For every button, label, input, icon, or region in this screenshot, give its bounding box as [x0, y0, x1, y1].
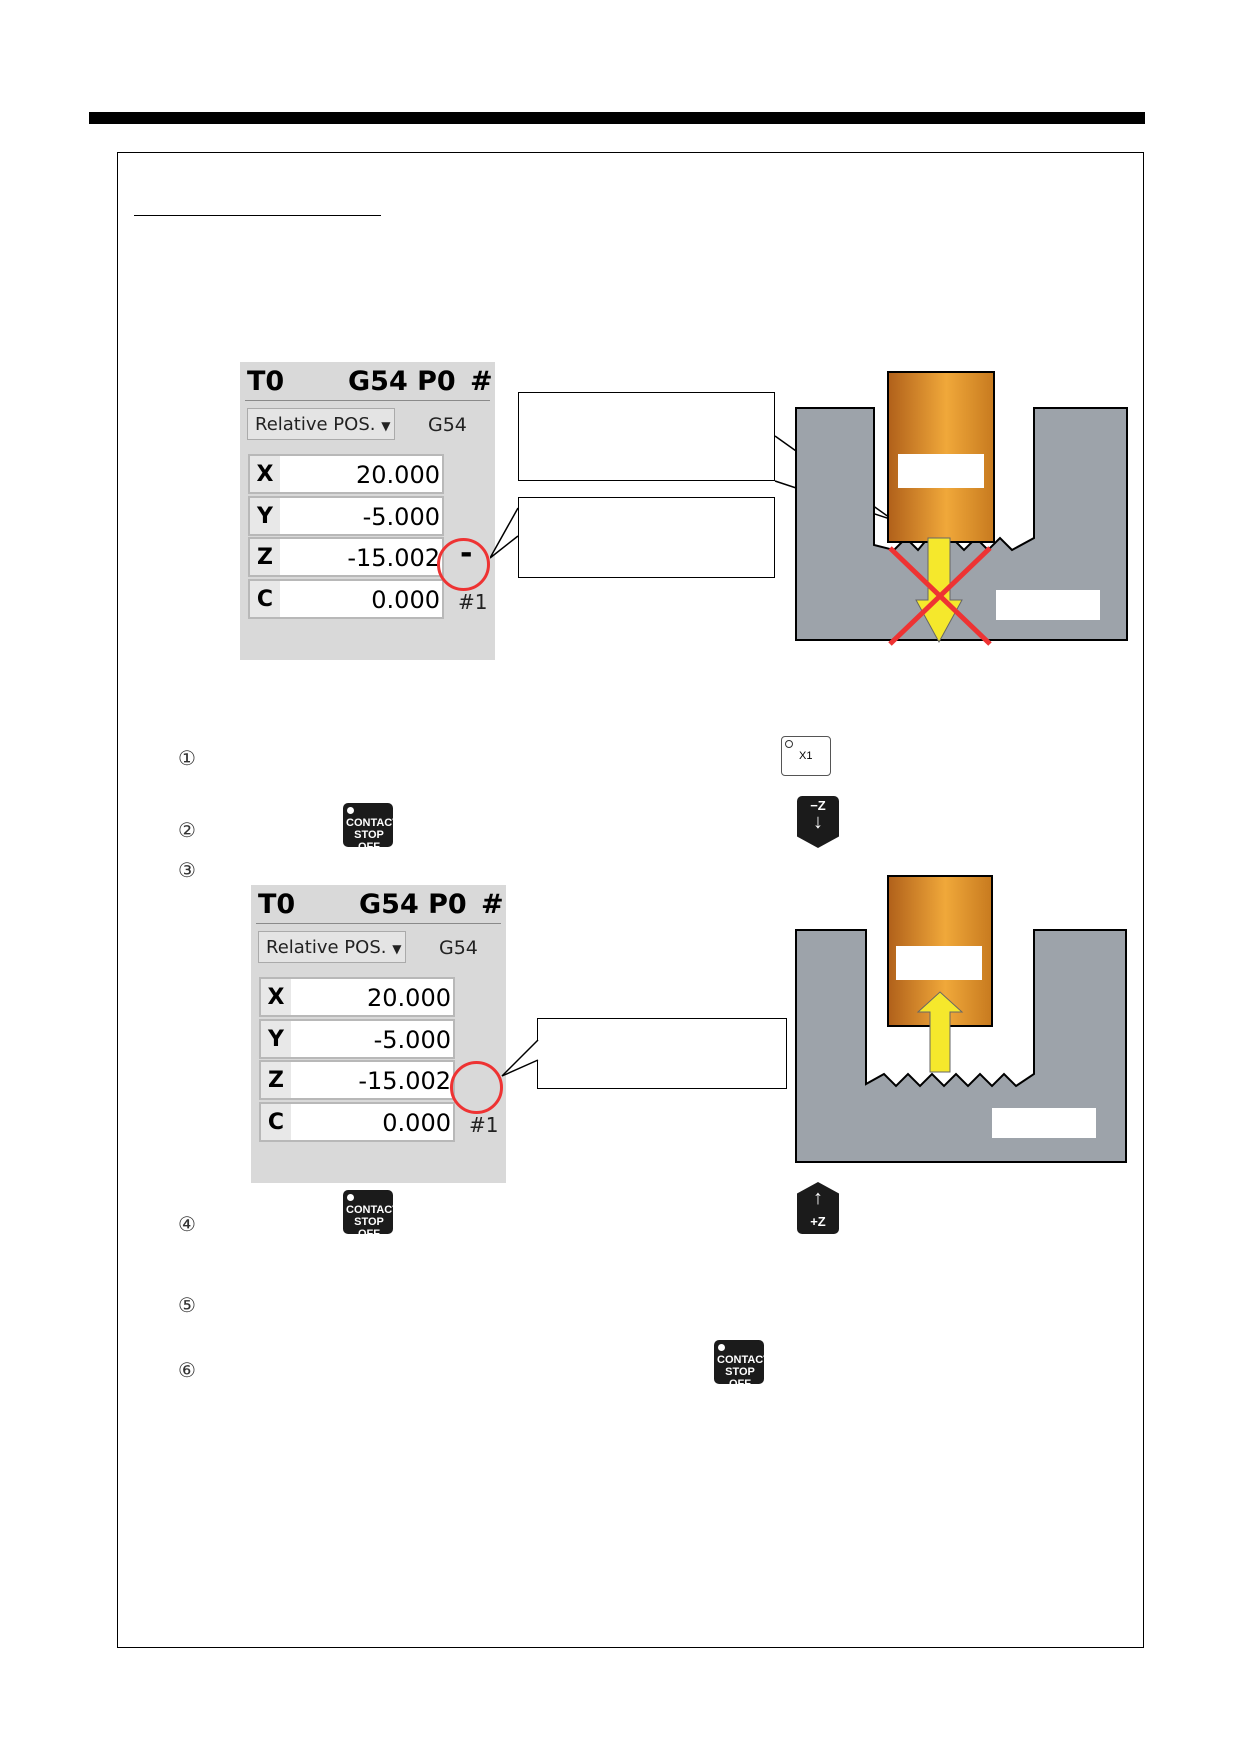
- step-number: ③: [178, 858, 196, 882]
- position-mode-dropdown[interactable]: Relative POS. ▼: [247, 408, 395, 440]
- position-panel-1: T0 G54 P0 # Relative POS. ▼ G54 X 20.000…: [240, 362, 495, 660]
- axis-label: Z: [261, 1062, 291, 1098]
- callout-box: [518, 392, 775, 481]
- chevron-down-icon: ▼: [392, 942, 402, 956]
- coord-system-label: G54: [428, 414, 467, 436]
- panel-header: T0 G54 P0 #: [245, 366, 493, 401]
- axis-label: Y: [250, 498, 280, 534]
- callout-box: [537, 1018, 787, 1089]
- program-index: #1: [469, 1113, 499, 1137]
- label-box: [992, 1108, 1096, 1138]
- key-label-bottom: STOP OFF: [354, 1216, 384, 1240]
- axis-label: Y: [261, 1021, 291, 1057]
- axis-row-x: X 20.000: [248, 454, 444, 494]
- axis-value: 20.000: [367, 984, 451, 1012]
- axis-row-z: Z -15.002: [248, 537, 444, 577]
- axis-label: C: [250, 581, 280, 617]
- tool-number: T0: [258, 889, 296, 920]
- axis-value: 20.000: [356, 461, 440, 489]
- key-label: −Z: [810, 798, 826, 813]
- axis-row-c: C 0.000: [248, 579, 444, 619]
- label-box: [896, 946, 982, 980]
- axis-value: -5.000: [373, 1026, 451, 1054]
- step-number: ⑥: [178, 1358, 196, 1382]
- led-icon: [718, 1344, 725, 1351]
- arrow-down-icon: ↓: [813, 811, 823, 833]
- position-mode-label: Relative POS.: [255, 414, 376, 435]
- axis-row-y: Y -5.000: [248, 496, 444, 536]
- minus-z-key[interactable]: −Z ↓: [797, 796, 839, 848]
- axis-row-x: X 20.000: [259, 977, 455, 1017]
- plus-z-key[interactable]: ↑ +Z: [797, 1182, 839, 1234]
- program-index: #1: [458, 590, 488, 614]
- callout-pointer: [501, 1039, 539, 1077]
- chevron-down-icon: ▼: [381, 419, 391, 433]
- position-mode-dropdown[interactable]: Relative POS. ▼: [258, 931, 406, 963]
- axis-value: -15.002: [347, 544, 440, 572]
- position-panel-2: T0 G54 P0 # Relative POS. ▼ G54 X 20.000…: [251, 885, 506, 1183]
- tool-number: T0: [247, 366, 285, 397]
- key-label-bottom: STOP OFF: [725, 1366, 755, 1390]
- label-box: [898, 454, 984, 488]
- axis-value: -5.000: [362, 503, 440, 531]
- step-number: ⑤: [178, 1293, 196, 1317]
- workpiece-coordinate: G54 P0: [359, 889, 467, 920]
- position-mode-label: Relative POS.: [266, 937, 387, 958]
- axis-label: X: [250, 456, 280, 492]
- arrow-up-icon: ↑: [813, 1187, 823, 1209]
- highlight-circle: [437, 538, 490, 591]
- hash-mark: #: [481, 889, 504, 920]
- led-icon: [347, 807, 354, 814]
- key-label-top: CONTACT: [346, 817, 399, 829]
- tool-illustration-2: [795, 875, 1127, 1163]
- highlight-circle: [450, 1061, 503, 1114]
- axis-label: C: [261, 1104, 291, 1140]
- content-frame: [117, 152, 1144, 1648]
- workpiece-coordinate: G54 P0: [348, 366, 456, 397]
- axis-value: 0.000: [382, 1109, 451, 1137]
- axis-label: Z: [250, 539, 280, 575]
- top-rule: [89, 112, 1145, 124]
- handle-x1-key[interactable]: X1: [781, 736, 831, 776]
- tool-illustration-1: [795, 371, 1128, 646]
- step-number: ④: [178, 1212, 196, 1236]
- axis-value: 0.000: [371, 586, 440, 614]
- axis-label: X: [261, 979, 291, 1015]
- panel-header: T0 G54 P0 #: [256, 889, 504, 924]
- axis-row-z: Z -15.002: [259, 1060, 455, 1100]
- label-box: [996, 590, 1100, 620]
- axis-value: -15.002: [358, 1067, 451, 1095]
- key-label: X1: [799, 750, 813, 762]
- callout-box: [518, 497, 775, 578]
- heading-underline: [134, 215, 381, 216]
- key-label-top: CONTACT: [346, 1204, 399, 1216]
- key-label-bottom: STOP OFF: [354, 829, 384, 853]
- step-number: ①: [178, 746, 196, 770]
- coord-system-label: G54: [439, 937, 478, 959]
- led-icon: [785, 740, 793, 748]
- key-label: +Z: [810, 1214, 826, 1229]
- hash-mark: #: [470, 366, 493, 397]
- step-number: ②: [178, 818, 196, 842]
- axis-row-y: Y -5.000: [259, 1019, 455, 1059]
- led-icon: [347, 1194, 354, 1201]
- axis-row-c: C 0.000: [259, 1102, 455, 1142]
- key-label-top: CONTACT: [717, 1354, 770, 1366]
